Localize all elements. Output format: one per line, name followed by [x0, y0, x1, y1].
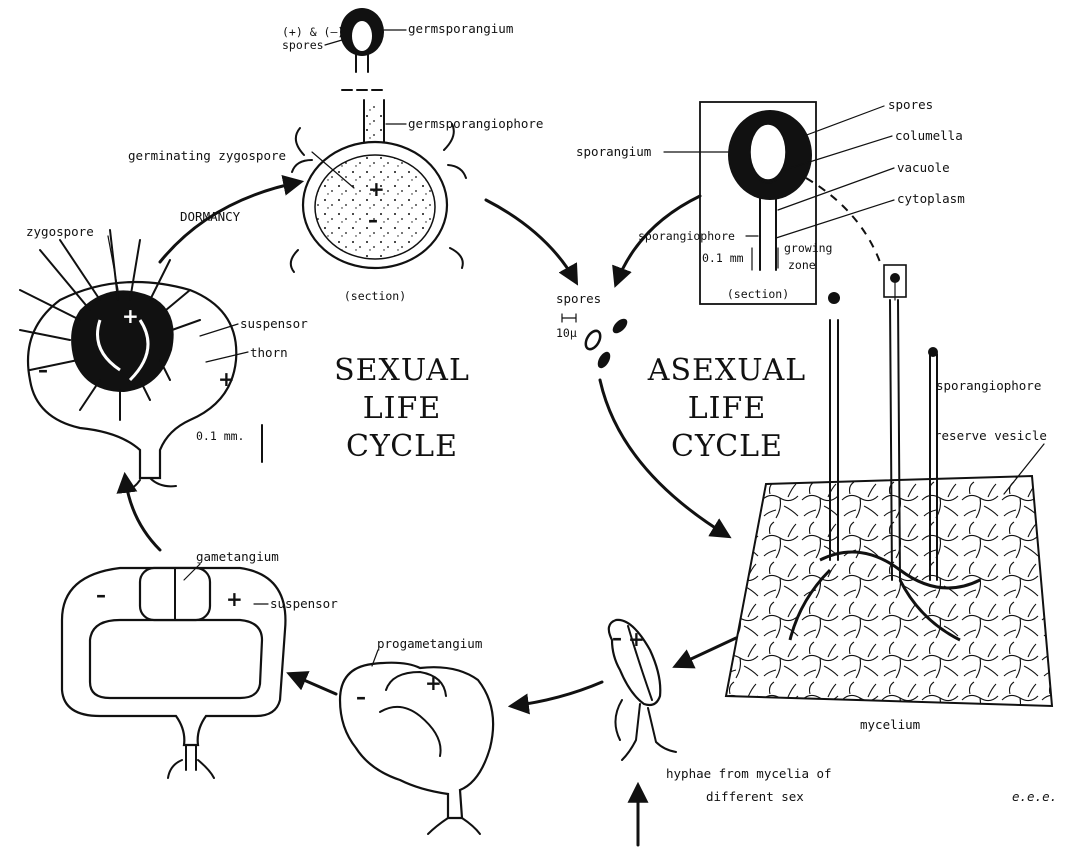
asexual-cycle-title: ASEXUAL LIFE CYCLE — [647, 353, 806, 464]
germsporangium-drawing — [340, 8, 384, 90]
hyphae-label: hyphae from mycelia of — [666, 766, 832, 781]
gametangium-drawing: – + — [62, 568, 285, 778]
gametangium-label: gametangium — [196, 549, 279, 564]
cycle-arrow — [290, 674, 336, 694]
cycle-arrow — [512, 682, 602, 706]
spores-label: spores — [556, 291, 601, 306]
scale-label: 0.1 mm. — [196, 429, 244, 443]
title-line: LIFE — [363, 391, 442, 426]
plus-sign: + — [218, 367, 235, 391]
growing-zone-label: zone — [788, 258, 816, 272]
suspensor-label: suspensor — [270, 596, 338, 611]
thorn-label: thorn — [250, 345, 288, 360]
cycle-arrow — [486, 200, 576, 282]
cycle-arrow — [125, 476, 160, 550]
vacuole-label: vacuole — [897, 160, 950, 175]
plus-sign: + — [425, 671, 442, 695]
cytoplasm-label: cytoplasm — [897, 191, 965, 206]
sporangiophore-label: sporangiophore — [936, 378, 1041, 393]
progametangium-drawing: – + — [340, 663, 493, 834]
ten-micron-label: 10μ — [556, 326, 577, 340]
germinating-zygospore-label: germinating zygospore — [128, 148, 286, 163]
minus-sign: – — [612, 626, 622, 650]
plus-sign: + — [226, 587, 243, 611]
minus-sign: – — [38, 358, 48, 382]
spores-drawing — [583, 316, 630, 370]
hyphae-label: different sex — [706, 789, 804, 804]
germsporangium-label: germsporangium — [408, 21, 513, 36]
plus-sign: + — [368, 177, 385, 201]
growing-zone-label: growing — [784, 241, 832, 255]
minus-sign: – — [368, 208, 378, 232]
title-line: CYCLE — [346, 429, 458, 464]
initials-label: e.e.e. — [1012, 789, 1057, 804]
section-label: (section) — [727, 287, 789, 301]
spores-label: spores — [888, 97, 933, 112]
title-line: CYCLE — [671, 429, 783, 464]
progametangium-label: progametangium — [377, 636, 482, 651]
leader-line — [325, 40, 342, 45]
mycelium-drawing — [726, 265, 1052, 706]
germsporangiophore-label: germsporangiophore — [408, 116, 543, 131]
columella-label: columella — [895, 128, 963, 143]
minus-sign: – — [96, 583, 106, 607]
sporangiophore-label: sporangiophore — [638, 229, 735, 243]
spores-label: spores — [282, 38, 324, 52]
leader-line — [108, 236, 118, 290]
hyphae-drawing: – + — [609, 620, 676, 760]
title-line: LIFE — [688, 391, 767, 426]
cycle-arrow — [676, 638, 736, 666]
sporangium-label: sporangium — [576, 144, 651, 159]
plus-minus-label: (+) & (–) — [282, 25, 344, 39]
minus-sign: – — [356, 685, 366, 709]
zygospore-drawing: + – + — [20, 230, 236, 490]
title-line: ASEXUAL — [647, 353, 806, 388]
title-line: SEXUAL — [334, 353, 470, 388]
mycelium-label: mycelium — [860, 717, 920, 732]
plus-sign: + — [122, 304, 139, 328]
plus-sign: + — [628, 627, 645, 651]
zygospore-label: zygospore — [26, 224, 94, 239]
scale-bar — [562, 314, 576, 322]
section-label: (section) — [344, 289, 406, 303]
suspensor-label: suspensor — [240, 316, 308, 331]
reserve-vesicle-label: reserve vesicle — [934, 428, 1047, 443]
scale-label: 0.1 mm — [702, 251, 744, 265]
sexual-cycle-title: SEXUAL LIFE CYCLE — [334, 353, 470, 464]
